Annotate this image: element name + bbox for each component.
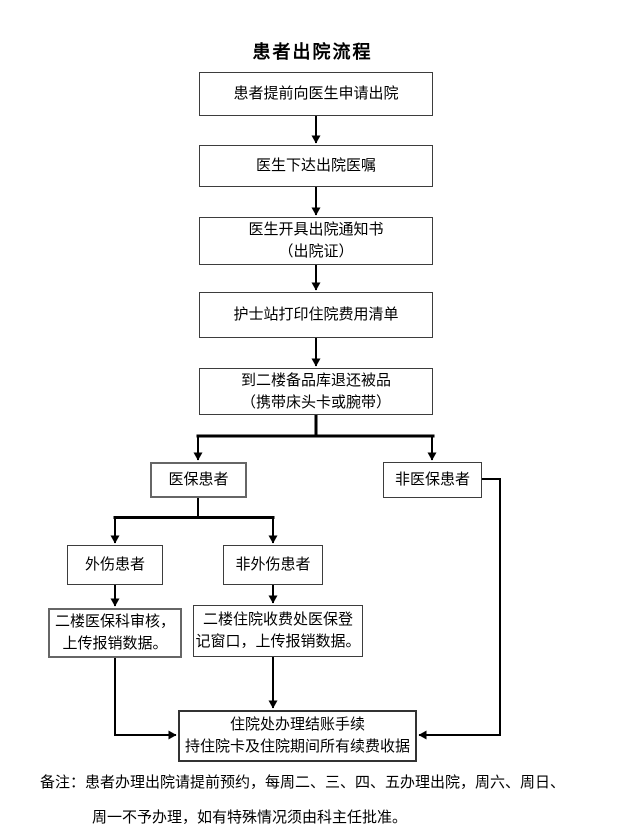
node-trauma-patient: 外伤患者 (67, 545, 163, 585)
footer-note-line-1: 备注：患者办理出院请提前预约，每周二、三、四、五办理出院，周六、周日、 (40, 774, 566, 791)
node-doctor-order: 医生下达出院医嘱 (199, 145, 433, 187)
node-apply-discharge: 患者提前向医生申请出院 (199, 72, 433, 116)
node-print-bill: 护士站打印住院费用清单 (199, 292, 433, 338)
settlement-merge-connectors (114, 478, 501, 740)
node-insurance-register: 二楼住院收费处医保登 记窗口，上传报销数据。 (193, 605, 363, 657)
node-uninsured-patient: 非医保患者 (383, 462, 482, 498)
footer-note-line-2: 周一不予办理，如有特殊情况须由科主任批准。 (92, 809, 408, 826)
node-settlement: 住院处办理结账手续 持住院卡及住院期间所有续费收据 (178, 710, 417, 762)
insurance-branch-connectors (193, 415, 437, 461)
page-title: 患者出院流程 (252, 42, 373, 62)
node-discharge-notice: 医生开具出院通知书 （出院证） (199, 217, 433, 265)
node-non-trauma-patient: 非外伤患者 (223, 545, 323, 585)
footer-note: 备注：患者办理出院请提前预约，每周二、三、四、五办理出院，周六、周日、 周一不予… (40, 765, 610, 835)
node-insured-patient: 医保患者 (150, 462, 247, 498)
node-insurance-review: 二楼医保科审核， 上传报销数据。 (48, 608, 182, 658)
trauma-branch-connectors (110, 498, 278, 607)
node-return-items: 到二楼备品库退还被品 （携带床头卡或腕带） (199, 368, 433, 415)
